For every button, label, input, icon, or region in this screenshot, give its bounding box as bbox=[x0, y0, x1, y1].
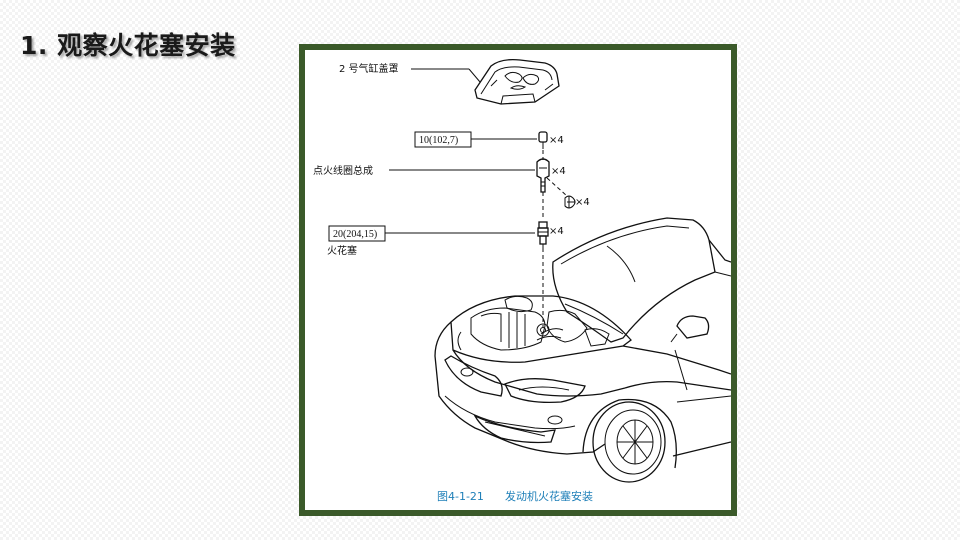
figure-panel: 2 号气缸盖罩 10(102,7) ×4 点火线圈总成 ×4 bbox=[303, 48, 733, 512]
spark-plug-illustration bbox=[537, 221, 549, 248]
ignition-coil-illustration bbox=[536, 158, 550, 193]
label-cylinder-cover: 2 号气缸盖罩 bbox=[339, 62, 399, 75]
leader-cover-tip bbox=[468, 68, 481, 83]
label-spark-plug: 火花塞 bbox=[327, 244, 357, 257]
caption-figure-number: 图4-1-21 bbox=[437, 490, 484, 503]
bolt-illustration bbox=[538, 131, 548, 149]
label-torque-2: 20(204,15) bbox=[333, 229, 377, 240]
qty-bolt: ×4 bbox=[549, 135, 564, 146]
connector-illustration bbox=[564, 195, 576, 209]
caption-text: 发动机火花塞安装 bbox=[505, 489, 593, 503]
page-title: 1. 观察火花塞安装 bbox=[20, 31, 236, 60]
qty-coil: ×4 bbox=[551, 166, 566, 177]
car-illustration bbox=[434, 217, 731, 483]
label-ignition-coil: 点火线圈总成 bbox=[313, 164, 373, 177]
cylinder-cover-illustration bbox=[474, 58, 560, 105]
qty-connector: ×4 bbox=[575, 197, 590, 208]
figure-frame: 2 号气缸盖罩 10(102,7) ×4 点火线圈总成 ×4 bbox=[299, 44, 737, 516]
qty-plug: ×4 bbox=[549, 226, 564, 237]
engine-spark-plug-diagram: 2 号气缸盖罩 10(102,7) ×4 点火线圈总成 ×4 bbox=[313, 58, 731, 503]
connector-guide-line bbox=[546, 177, 568, 197]
label-torque-1: 10(102,7) bbox=[419, 135, 458, 146]
